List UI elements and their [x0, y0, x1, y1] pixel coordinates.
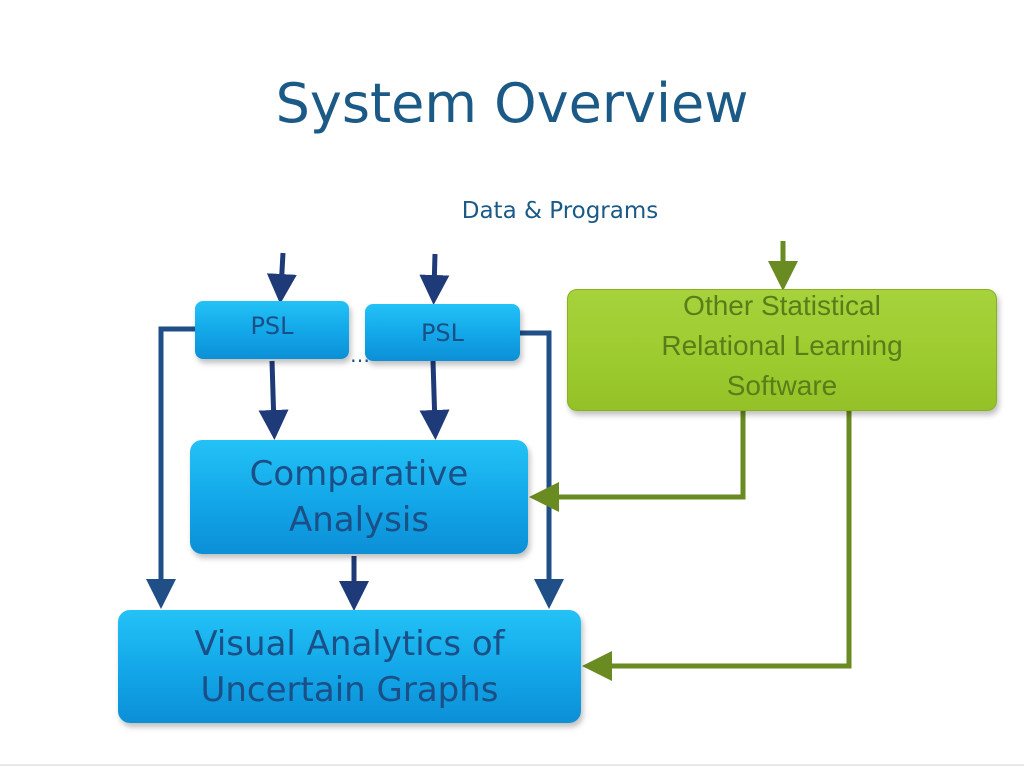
- arrow-other-to-comparative: [529, 411, 746, 512]
- visual-analytics-label: Visual Analytics of Uncertain Graphs: [194, 623, 505, 710]
- arrow-psl-left-to-comparative: [258, 360, 289, 440]
- arrow-input-psl-left: [266, 252, 297, 304]
- arrow-psl-left-to-visual: [146, 326, 196, 609]
- other-srl-software-box: Other Statistical Relational Learning So…: [567, 289, 997, 411]
- psl-box-right: PSL: [365, 304, 520, 361]
- arrow-psl-right-to-comparative: [419, 360, 450, 440]
- psl-box-left-label: PSL: [250, 312, 294, 340]
- visual-analytics-box: Visual Analytics of Uncertain Graphs: [118, 610, 581, 723]
- other-srl-software-label: Other Statistical Relational Learning So…: [661, 290, 903, 401]
- comparative-analysis-box: Comparative Analysis: [190, 440, 528, 554]
- psl-box-left: PSL: [195, 301, 349, 359]
- arrow-input-psl-right: [419, 253, 450, 305]
- arrow-other-to-visual: [582, 411, 852, 681]
- psl-box-right-label: PSL: [420, 318, 465, 347]
- footer-divider: [0, 764, 1024, 766]
- data-programs-label: Data & Programs: [461, 198, 659, 224]
- slide-title: System Overview: [275, 72, 749, 135]
- comparative-analysis-label: Comparative Analysis: [249, 454, 469, 540]
- psl-ellipsis: …: [350, 343, 370, 367]
